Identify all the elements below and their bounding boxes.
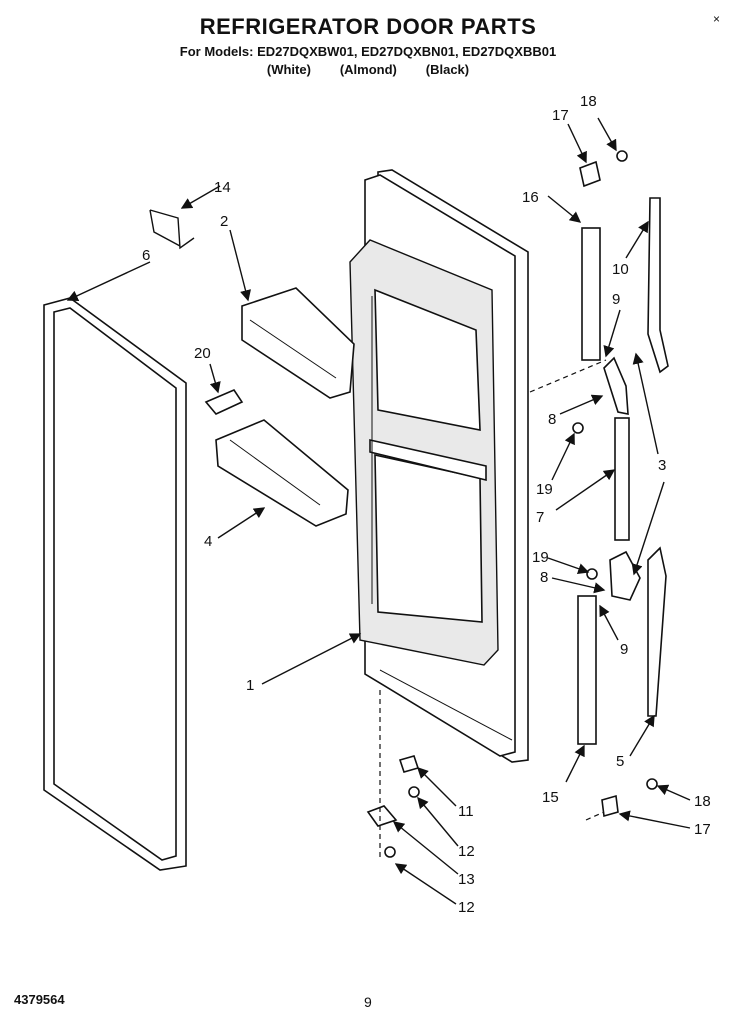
callout-7: 7: [536, 509, 544, 526]
leader-lines: [66, 117, 691, 905]
door-gasket: [43, 297, 187, 871]
callout-6: 6: [142, 247, 150, 264]
door-bin: [215, 419, 349, 527]
screw-18-top: [616, 150, 628, 162]
cam-11: [398, 755, 420, 773]
callout-12-top: 12: [458, 843, 475, 860]
callout-8-bottom: 8: [540, 569, 548, 586]
callout-5: 5: [616, 753, 624, 770]
top-trim-16: [581, 227, 601, 361]
callout-17-bottom: 17: [694, 821, 711, 838]
callout-17-top: 17: [552, 107, 569, 124]
screw-18-bottom: [646, 778, 658, 790]
callout-18-top: 18: [580, 93, 597, 110]
callout-19-top: 19: [536, 481, 553, 498]
callout-18-bottom: 18: [694, 793, 711, 810]
hinge-17-top: [579, 160, 601, 188]
spacer-clip: [204, 389, 244, 415]
callout-19-bottom: 19: [532, 549, 549, 566]
callout-4: 4: [204, 533, 212, 550]
callout-2: 2: [220, 213, 228, 230]
corner-mark: ×: [712, 12, 720, 26]
model-colors: (White) (Almond) (Black): [266, 62, 470, 77]
callout-1: 1: [246, 677, 254, 694]
callout-20: 20: [194, 345, 211, 362]
callout-10: 10: [612, 261, 629, 278]
dairy-hinge-clip: [149, 209, 195, 250]
callout-12-bottom: 12: [458, 899, 475, 916]
lower-seal-5: [647, 546, 667, 717]
assembly-line-top: [529, 359, 607, 393]
hinge-17-bottom: [601, 794, 619, 818]
hinge-seal-10: [647, 197, 669, 374]
page-number: 9: [364, 994, 372, 1010]
callout-9-top: 9: [612, 291, 620, 308]
screw-19-top: [572, 422, 584, 434]
callout-13: 13: [458, 871, 475, 888]
upper-bracket-3: [603, 356, 629, 415]
lower-bracket-3: [609, 550, 641, 601]
screw-19-bottom: [586, 568, 598, 580]
callout-3: 3: [658, 457, 666, 474]
bottom-trim-15: [577, 595, 597, 745]
assembly-line-right: [585, 811, 605, 821]
door-liner: [349, 169, 529, 763]
document-part-number: 4379564: [14, 992, 65, 1007]
middle-trim-7: [614, 417, 630, 541]
screw-12-top: [408, 786, 420, 798]
callout-15: 15: [542, 789, 559, 806]
model-numbers: For Models: ED27DQXBW01, ED27DQXBN01, ED…: [179, 44, 557, 59]
callout-8-top: 8: [548, 411, 556, 428]
callout-16: 16: [522, 189, 539, 206]
callout-11: 11: [458, 803, 474, 820]
dairy-door: [241, 287, 355, 399]
screw-12-bottom: [384, 846, 396, 858]
callout-14: 14: [214, 179, 231, 196]
callout-9-bottom: 9: [620, 641, 628, 658]
page-title: REFRIGERATOR DOOR PARTS: [199, 14, 537, 39]
hinge-block-13: [366, 805, 398, 827]
